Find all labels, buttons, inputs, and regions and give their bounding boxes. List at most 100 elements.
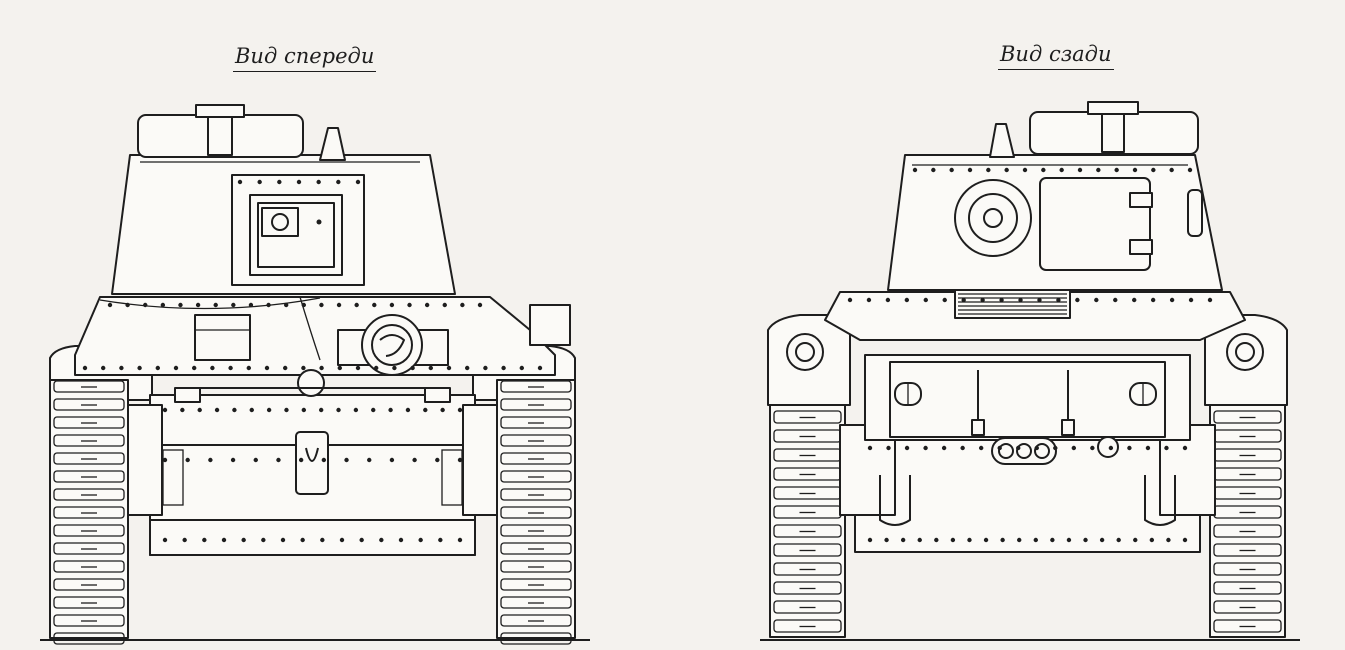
front-rivet bbox=[336, 302, 342, 308]
front-left-track-link bbox=[53, 416, 125, 429]
rear-rivet bbox=[949, 167, 954, 173]
front-cupola-latch bbox=[207, 116, 233, 156]
front-rivet bbox=[446, 365, 452, 371]
front-glacis-curve bbox=[299, 296, 321, 361]
rear-rivet bbox=[904, 297, 910, 303]
rear-rivets bbox=[847, 167, 1213, 543]
front-right-track-link bbox=[500, 452, 572, 465]
rear-rivet bbox=[1071, 445, 1077, 451]
front-rivet bbox=[192, 365, 197, 371]
front-rivet bbox=[195, 302, 201, 308]
rear-rivet bbox=[1056, 297, 1061, 303]
front-rivet bbox=[284, 407, 289, 413]
rear-radiator-grille bbox=[954, 289, 1071, 319]
rear-hatch-hinge-bottom bbox=[1129, 239, 1153, 255]
rear-pistol-port-plug bbox=[983, 208, 1003, 228]
front-rivet bbox=[82, 365, 88, 371]
rear-rivet bbox=[923, 297, 928, 303]
front-rivet bbox=[353, 407, 359, 413]
rear-right-track-link bbox=[1213, 524, 1282, 538]
rear-rivet bbox=[961, 297, 966, 303]
rear-left-track-link bbox=[773, 543, 842, 557]
front-rivet bbox=[412, 457, 417, 463]
front-rivet bbox=[457, 457, 463, 463]
front-rivet bbox=[355, 365, 361, 371]
rear-rivet bbox=[1004, 167, 1009, 173]
rear-rivet bbox=[1059, 167, 1064, 173]
rear-rivet bbox=[931, 167, 936, 173]
front-rivet bbox=[457, 537, 463, 543]
front-rivet bbox=[321, 457, 327, 463]
rear-rivet bbox=[1016, 445, 1021, 451]
rear-left-track bbox=[769, 404, 846, 638]
front-right-track-link bbox=[500, 470, 572, 483]
rear-left-tow-shackle bbox=[879, 475, 911, 526]
rear-grille-slats bbox=[958, 293, 1067, 315]
rear-right-track-link bbox=[1213, 562, 1282, 576]
front-rivet bbox=[173, 365, 179, 371]
rear-rivet bbox=[867, 537, 873, 543]
front-rivet bbox=[405, 407, 411, 413]
front-rivet bbox=[316, 179, 321, 185]
rear-left-track-link bbox=[773, 581, 842, 595]
rear-rivet bbox=[1017, 537, 1022, 543]
front-rivet bbox=[214, 407, 220, 413]
front-rivet bbox=[162, 407, 168, 413]
front-rivet bbox=[418, 537, 423, 543]
front-rivet bbox=[101, 365, 106, 371]
front-right-light-box bbox=[529, 304, 571, 346]
rear-rivet bbox=[886, 445, 891, 451]
rear-rivet bbox=[1041, 167, 1046, 173]
front-rivet bbox=[319, 302, 324, 308]
front-gun-muzzle bbox=[271, 213, 289, 231]
front-rivet bbox=[162, 457, 168, 463]
rear-rivet bbox=[1151, 167, 1156, 173]
front-rivet bbox=[137, 365, 142, 371]
rear-rivet bbox=[1075, 297, 1080, 303]
front-rivet bbox=[232, 407, 237, 413]
rear-rivet bbox=[967, 167, 973, 173]
front-view-caption: Вид спереди bbox=[233, 44, 377, 72]
rear-rivet bbox=[999, 297, 1004, 303]
front-rivet bbox=[277, 179, 282, 185]
front-view bbox=[40, 104, 590, 645]
front-right-track-link bbox=[500, 398, 572, 411]
front-right-track-link bbox=[500, 506, 572, 519]
rear-rivet bbox=[980, 297, 985, 303]
front-rivet bbox=[501, 365, 506, 371]
rear-view-caption: Вид сзади bbox=[998, 42, 1114, 70]
rear-exhaust-port-2 bbox=[1016, 443, 1032, 459]
front-rivet bbox=[185, 457, 190, 463]
rear-rivet bbox=[1133, 537, 1138, 543]
rear-plug bbox=[1097, 436, 1119, 458]
rear-right-fender-light-lens bbox=[1235, 342, 1255, 362]
rear-right-track-links bbox=[1213, 410, 1282, 633]
front-rivet bbox=[388, 407, 393, 413]
front-rivet bbox=[374, 365, 379, 371]
rear-rivet bbox=[986, 167, 991, 173]
front-rivet bbox=[337, 365, 342, 371]
front-rivet bbox=[283, 365, 288, 371]
front-rivet bbox=[301, 407, 307, 413]
rear-rivet bbox=[1033, 537, 1038, 543]
front-rivet bbox=[483, 365, 488, 371]
front-right-track-link bbox=[500, 632, 572, 645]
front-left-bracket-plate bbox=[162, 449, 184, 506]
front-rivet bbox=[355, 179, 361, 185]
front-rivet bbox=[280, 537, 286, 543]
front-right-track-link bbox=[500, 560, 572, 573]
rear-rivet bbox=[884, 537, 889, 543]
front-rivet bbox=[336, 407, 341, 413]
front-left-bracket bbox=[127, 404, 163, 516]
front-rivet bbox=[519, 365, 524, 371]
front-right-track-link bbox=[500, 524, 572, 537]
front-mg-barrel-end bbox=[379, 334, 405, 357]
rear-left-track-link bbox=[773, 619, 842, 633]
front-left-track-link bbox=[53, 506, 125, 519]
front-rivet bbox=[367, 457, 372, 463]
front-headlight bbox=[297, 369, 325, 397]
front-tow-hook bbox=[305, 447, 319, 462]
front-left-track-link bbox=[53, 542, 125, 555]
front-rivet bbox=[465, 365, 470, 371]
front-cupola-hatch bbox=[195, 104, 245, 118]
